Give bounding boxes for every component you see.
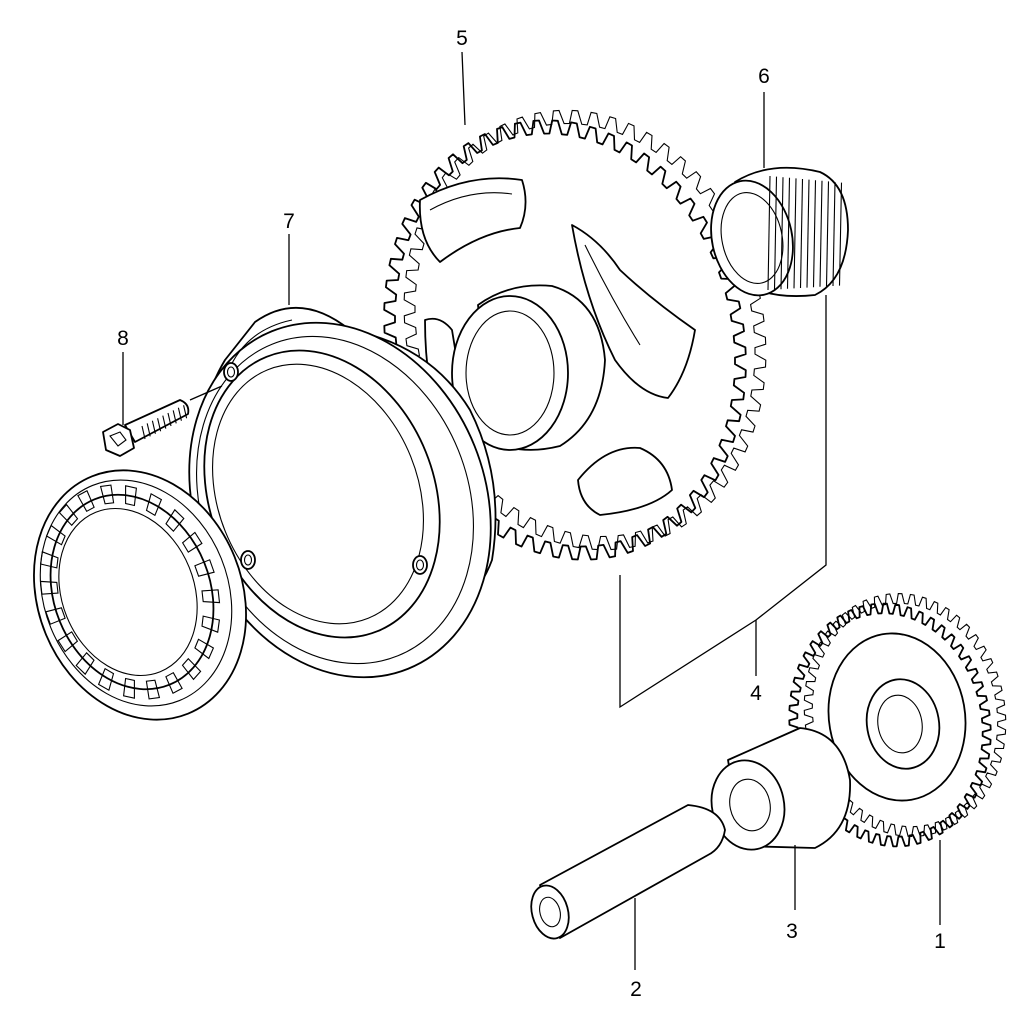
one-way-clutch-ring [33,469,247,721]
sprag-element [145,492,163,517]
sprag-element [165,671,183,694]
sprag-element [201,615,221,633]
callout-7: 7 [283,210,295,233]
needle-roller [799,178,804,289]
bolt-thread-line [141,425,146,440]
sprag-element [194,638,215,660]
bolt-thread-line [146,423,151,437]
needle-roller [832,181,836,287]
part-6-needle-bearing [710,166,849,297]
bolt-thread-line [183,405,188,419]
bolt-thread-line [177,407,182,421]
callout-6: 6 [758,65,770,88]
leader-lines [122,51,941,970]
sprag-element [145,679,161,700]
part-8-bolt [102,399,190,457]
needle-roller [838,182,843,286]
bolt-thread-line [151,420,156,434]
sprag-element [125,485,138,507]
sprag-element [45,607,66,625]
sprag-element [201,589,221,604]
callout-2: 2 [630,978,642,1001]
callout-labels: 5 6 7 8 4 1 3 2 [117,27,946,1001]
sprag-element [194,559,215,577]
callout-1: 1 [934,930,946,953]
needle-roller [812,180,817,288]
bolt-thread-line [162,415,167,429]
part-7-clutch-housing [188,306,497,679]
sprag-element [77,490,95,513]
callout-3: 3 [786,920,798,943]
needle-roller [806,179,810,288]
callout-5: 5 [456,27,468,50]
sprag-element [165,508,185,533]
sprag-element [122,677,135,699]
bolt-thread-line [157,418,162,432]
bolt-thread-line [172,410,177,424]
sprag-element [75,651,95,676]
needle-roller [773,176,778,290]
needle-roller [767,175,771,291]
sprag-element [181,531,203,553]
sprag-element [57,631,79,653]
sprag-element [99,484,115,505]
part-3-bushing [710,727,851,851]
bolt-thread-line [167,412,172,427]
sprag-element [45,524,66,546]
sprag-element [97,667,115,692]
callout-4: 4 [750,682,762,705]
needle-roller [786,177,791,289]
sprag-element [39,580,59,595]
needle-roller [793,178,797,289]
needle-roller [780,177,784,290]
needle-roller [825,181,830,287]
sprag-element [181,657,202,681]
sprag-element [58,503,79,527]
needle-roller [819,180,823,287]
callout-8: 8 [117,327,129,350]
sprag-element [39,551,59,569]
part-2-shaft [530,804,726,940]
